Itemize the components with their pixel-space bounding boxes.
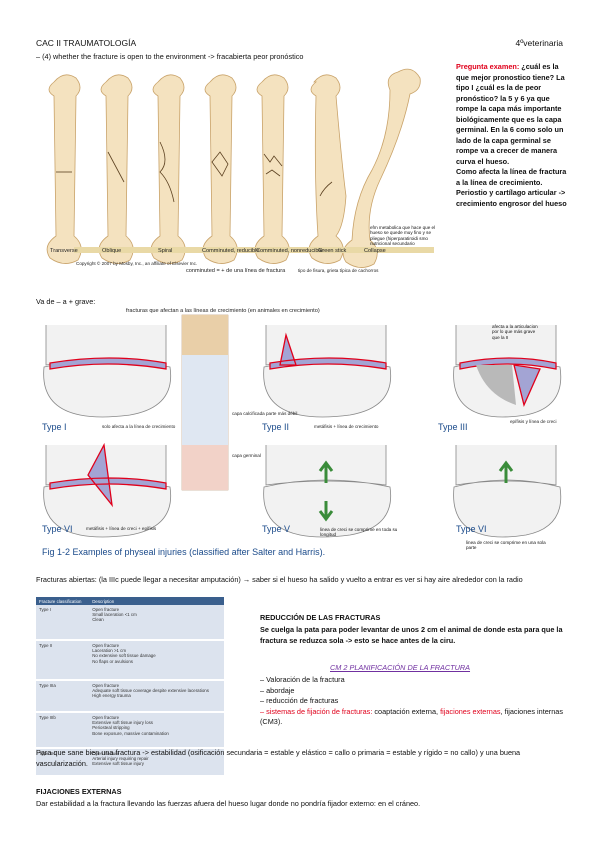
label-oblique: Oblique: [102, 248, 121, 254]
side-note: Pregunta examen: ¿cuál es la que mejor p…: [456, 62, 568, 209]
capa-calcificada-note: capa calcificada parte más débil: [232, 411, 297, 416]
label-comminuted-reducible: Comminuted, reducible: [202, 248, 260, 254]
reduccion-text: Se cuelga la pata para poder levantar de…: [260, 625, 563, 645]
growth-plate-histology: [181, 314, 229, 491]
type3-note: epífisis y línea de creci: [510, 419, 556, 424]
cm2-title: CM 2 PLANIFICACIÓN DE LA FRACTURA: [330, 663, 471, 672]
type1-bone: [43, 325, 172, 418]
cm2-item-3: – reducción de fracturas: [260, 696, 339, 706]
fijaciones-title: FIJACIONES EXTERNAS: [36, 787, 122, 796]
bone-greenstick: [308, 74, 347, 264]
type6-note: linea de creci se comprime en una sola p…: [466, 540, 546, 551]
bone-fracture-figure: Transverse Oblique Spiral Comminuted, re…: [36, 62, 456, 284]
type6-label: Type VI: [456, 524, 487, 534]
estabilidad-text: Para que sane bien una fractura -> estab…: [36, 748, 521, 768]
intro-line: – (4) whether the fracture is open to th…: [36, 52, 304, 61]
type4-label: Type VI: [42, 524, 73, 534]
open-fractures-text: Fracturas abiertas: (la IIIc puede llega…: [36, 575, 523, 584]
scale-label: Va de – a + grave:: [36, 297, 96, 306]
cm2-item-2: – abordaje: [260, 685, 295, 695]
header-course: 4ºveterinaria: [515, 38, 563, 48]
cm2-item-1: – Valoración de la fractura: [260, 675, 345, 684]
label-greenstick: Green stick: [318, 248, 346, 254]
note-conminuted: conminuted = + de una línea de fractura: [186, 268, 286, 274]
type1-note: solo afecta a la línea de crecimiento: [102, 424, 176, 429]
type1-label: Type I: [42, 422, 67, 432]
side-note-line2: Como afecta la línea de fractura a la lí…: [456, 167, 567, 187]
exam-question-text: ¿cuál es la que mejor pronostico tiene? …: [456, 62, 565, 166]
bone-comminuted-nonreducible: [254, 74, 290, 264]
cm2-list: – Valoración de la fractura – abordaje –…: [260, 675, 566, 728]
physeal-caption: Fig 1-2 Examples of physeal injuries (cl…: [42, 547, 325, 557]
bone-collapse: [342, 68, 421, 268]
type2-label: Type II: [262, 422, 289, 432]
physeal-top-caption: fracturas que afectan a las líneas de cr…: [126, 308, 320, 314]
note-greenstick: tipo de fisura, grieta típica de cachorr…: [298, 268, 379, 273]
type5-bone: [263, 445, 392, 538]
bone-oblique: [98, 74, 134, 264]
type4-note: metáfisis + línea de creci + epífisis: [86, 526, 157, 531]
cm2-item-4: – sistemas de fijación de fracturas: coa…: [260, 706, 563, 727]
type2-bone: [263, 325, 392, 418]
type3-label: Type III: [438, 422, 468, 432]
physeal-injuries-figure: fracturas que afectan a las líneas de cr…: [42, 308, 562, 557]
type2-note: metáfisis + línea de crecimiento: [314, 424, 379, 429]
fijaciones-text: Dar estabilidad a la fractura llevando l…: [36, 799, 421, 808]
table-header-classification: Fracture classification: [36, 597, 90, 605]
type3-note-top: afecta a la articulacion por lo que más …: [492, 324, 538, 340]
reduccion-title: REDUCCIÓN DE LAS FRACTURAS: [260, 613, 381, 622]
bone-comminuted-reducible: [202, 74, 238, 264]
note-collapse: efm metabolica que hace que el hueso se …: [370, 225, 436, 247]
label-collapse: Collapse: [364, 248, 386, 254]
side-note-line3: Periostio y cartílago articular -> creci…: [456, 188, 567, 208]
type5-label: Type V: [262, 524, 290, 534]
capa-germinal-note: capa germinal: [232, 453, 261, 458]
label-transverse: Transverse: [50, 248, 78, 254]
table-header-description: Description: [89, 597, 224, 605]
label-comminuted-nonreducible: Comminuted, nonreducible: [256, 248, 323, 254]
exam-question-label: Pregunta examen:: [456, 62, 520, 71]
bone-spiral: [150, 74, 186, 264]
type5-note: linea de creci se comprime en toda su lo…: [320, 527, 398, 538]
bone-transverse: [46, 74, 82, 264]
header-title: CAC II TRAUMATOLOGÍA: [36, 38, 137, 48]
figure-copyright: Copyright © 2007 by Mosby, Inc., an affi…: [76, 260, 197, 266]
label-spiral: Spiral: [158, 248, 172, 254]
